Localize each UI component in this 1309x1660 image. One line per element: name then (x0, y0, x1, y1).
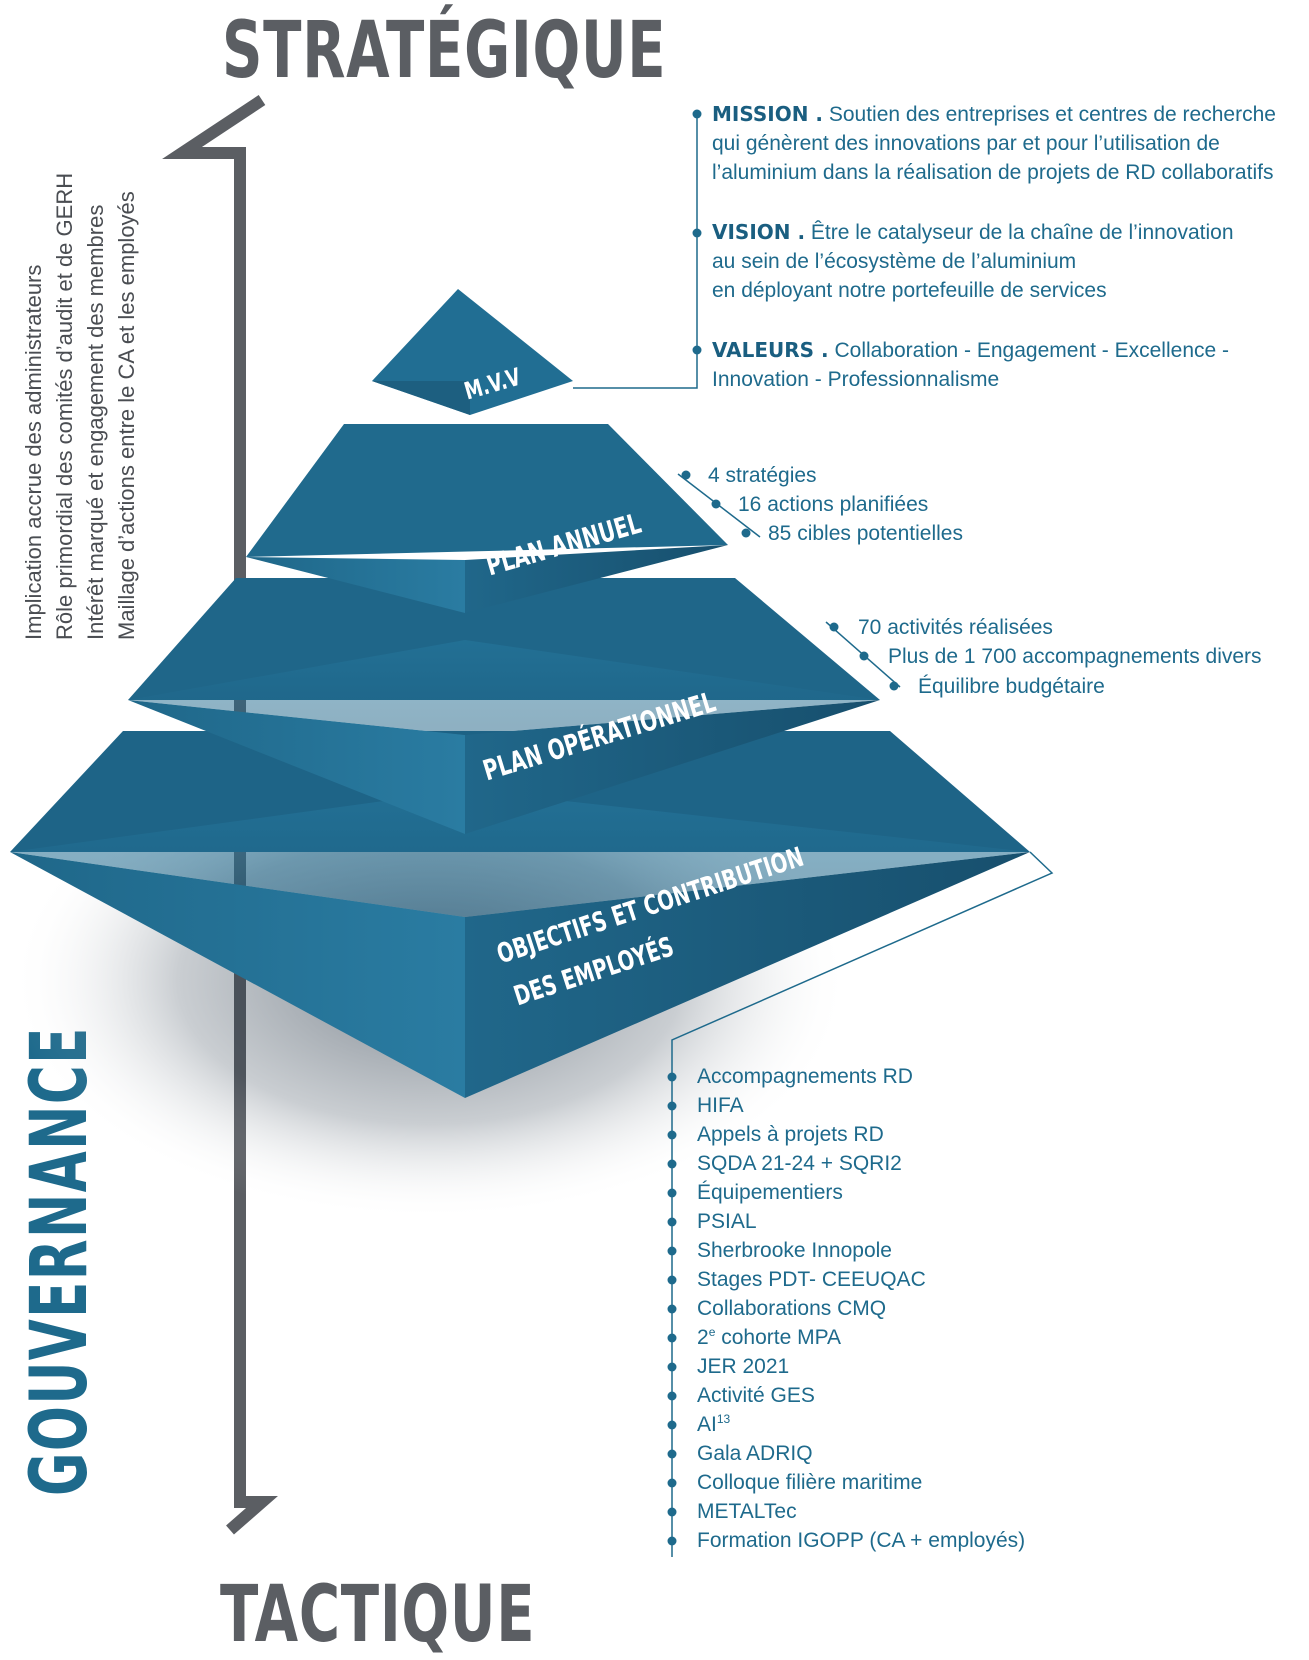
bullet-dot (692, 345, 702, 355)
list-item: HIFA (697, 1094, 744, 1117)
values-text: Innovation - Professionnalisme (712, 368, 1000, 391)
annual-detail: 4 stratégies (708, 464, 817, 487)
mission-text: Soutien des entreprises et centres de re… (828, 103, 1276, 126)
mission-text: l’aluminium dans la réalisation de proje… (712, 161, 1274, 184)
annual-detail: 16 actions planifiées (738, 493, 929, 516)
tier-mvv (372, 289, 573, 415)
tier-operational (128, 578, 880, 834)
objectives-list: Accompagnements RD HIFA Appels à projets… (697, 1062, 1025, 1555)
vision-text: en déployant notre portefeuille de servi… (712, 279, 1107, 302)
list-item: Collaborations CMQ (697, 1297, 887, 1320)
bullet-dot (829, 622, 839, 632)
mission-title: MISSION . (712, 102, 823, 126)
bullet-dot (692, 109, 702, 119)
operational-detail: Équilibre budgétaire (918, 675, 1105, 698)
operational-detail: Plus de 1 700 accompagnements divers (888, 645, 1262, 668)
vision-text: Être le catalyseur de la chaîne de l’inn… (810, 221, 1234, 244)
bullet-dot (681, 470, 691, 480)
objectives-connector (671, 851, 1054, 1557)
tier-annual (246, 424, 728, 613)
values-block: VALEURS . Collaboration - Engagement - E… (712, 336, 1229, 394)
list-item: Appels à projets RD (697, 1123, 884, 1146)
vision-text: au sein de l’écosystème de l’aluminium (712, 250, 1077, 273)
vision-title: VISION . (712, 220, 806, 244)
tactical-heading: TACTIQUE (220, 1570, 536, 1660)
tier-objectives (10, 731, 1030, 1098)
list-item: Stages PDT- CEEUQAC (697, 1268, 926, 1291)
list-item: Sherbrooke Innopole (697, 1239, 892, 1262)
strategic-heading: STRATÉGIQUE (222, 6, 667, 96)
list-item: METALTec (697, 1500, 797, 1523)
list-item: Gala ADRIQ (697, 1442, 813, 1465)
bullet-dot (692, 228, 702, 238)
list-item: Activité GES (697, 1384, 815, 1407)
mission-block: MISSION . Soutien des entreprises et cen… (712, 100, 1276, 187)
operational-detail: 70 activités réalisées (858, 616, 1053, 639)
bullet-dot (711, 499, 721, 509)
mission-text: qui génèrent des innovations par et pour… (712, 132, 1220, 155)
vision-block: VISION . Être le catalyseur de la chaîne… (712, 218, 1234, 305)
list-item: PSIAL (697, 1210, 757, 1233)
list-item: Formation IGOPP (CA + employés) (697, 1529, 1026, 1552)
bullet-dot (741, 528, 751, 538)
values-text: Collaboration - Engagement - Excellence … (834, 339, 1230, 362)
list-item: 2e cohorte MPA (697, 1325, 842, 1349)
list-item: Colloque filière maritime (697, 1471, 923, 1494)
mvv-connector (573, 110, 698, 389)
list-item: Accompagnements RD (697, 1065, 913, 1088)
list-item: SQDA 21-24 + SQRI2 (697, 1152, 902, 1175)
bullet-dot (889, 681, 899, 691)
list-item: JER 2021 (697, 1355, 790, 1378)
list-item: AI13 (697, 1412, 731, 1436)
bullet-dot (859, 651, 869, 661)
list-item: Équipementiers (697, 1181, 843, 1204)
annual-detail: 85 cibles potentielles (768, 522, 963, 545)
values-title: VALEURS . (712, 338, 829, 362)
